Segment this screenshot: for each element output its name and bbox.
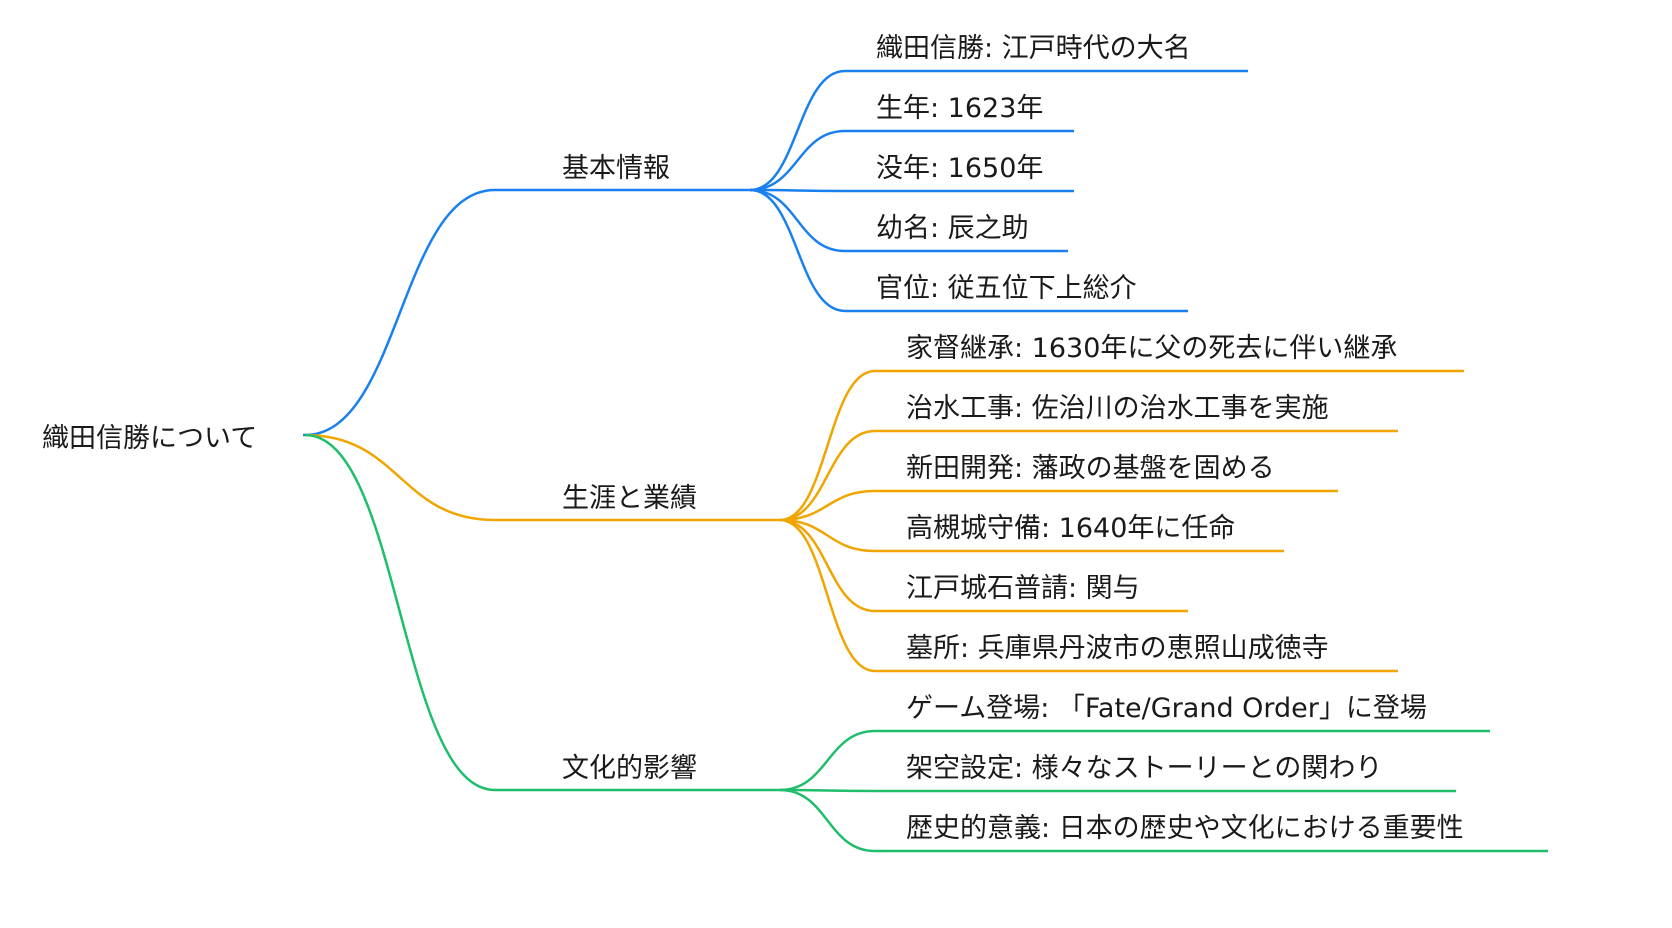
- leaf-connector: [749, 129, 1074, 192]
- leaf-node: 官位: 従五位下上総介: [876, 273, 1137, 304]
- root-node: 織田信勝について: [42, 423, 257, 454]
- leaf-node: 新田開発: 藩政の基盤を固める: [906, 453, 1275, 484]
- leaf-connector: [749, 69, 1248, 192]
- leaf-node: 歴史的意義: 日本の歴史や文化における重要性: [906, 813, 1464, 844]
- leaf-node: 治水工事: 佐治川の治水工事を実施: [906, 393, 1329, 424]
- leaf-node: 生年: 1623年: [876, 93, 1043, 124]
- leaf-node: 家督継承: 1630年に父の死去に伴い継承: [906, 333, 1397, 364]
- leaf-connector: [749, 188, 1188, 313]
- leaf-connector: [779, 489, 1338, 522]
- leaf-connector: [779, 729, 1490, 792]
- branch-node: 文化的影響: [562, 753, 697, 784]
- branch-connector: [304, 433, 780, 792]
- leaf-connector: [779, 788, 1548, 853]
- leaf-connector: [749, 188, 1074, 193]
- leaf-node: 江戸城石普請: 関与: [906, 573, 1140, 604]
- branch-node: 基本情報: [562, 153, 670, 184]
- leaf-node: 架空設定: 様々なストーリーとの関わり: [906, 753, 1382, 784]
- leaf-node: 没年: 1650年: [876, 153, 1043, 184]
- leaf-connector: [779, 429, 1398, 522]
- branch-connector: [304, 188, 750, 437]
- leaf-node: 幼名: 辰之助: [876, 213, 1029, 244]
- branch-connector: [304, 433, 780, 522]
- leaf-connector: [779, 518, 1398, 673]
- leaf-connector: [749, 188, 1068, 253]
- branch-node: 生涯と業績: [562, 483, 697, 514]
- leaf-node: 織田信勝: 江戸時代の大名: [876, 33, 1191, 64]
- leaf-node: 墓所: 兵庫県丹波市の恵照山成徳寺: [906, 633, 1329, 664]
- leaf-connector: [779, 518, 1188, 613]
- leaf-connector: [779, 369, 1464, 522]
- leaf-node: ゲーム登場: 「Fate/Grand Order」に登場: [906, 693, 1427, 724]
- leaf-node: 高槻城守備: 1640年に任命: [906, 513, 1235, 544]
- leaf-connector: [779, 518, 1284, 553]
- leaf-connector: [779, 788, 1456, 793]
